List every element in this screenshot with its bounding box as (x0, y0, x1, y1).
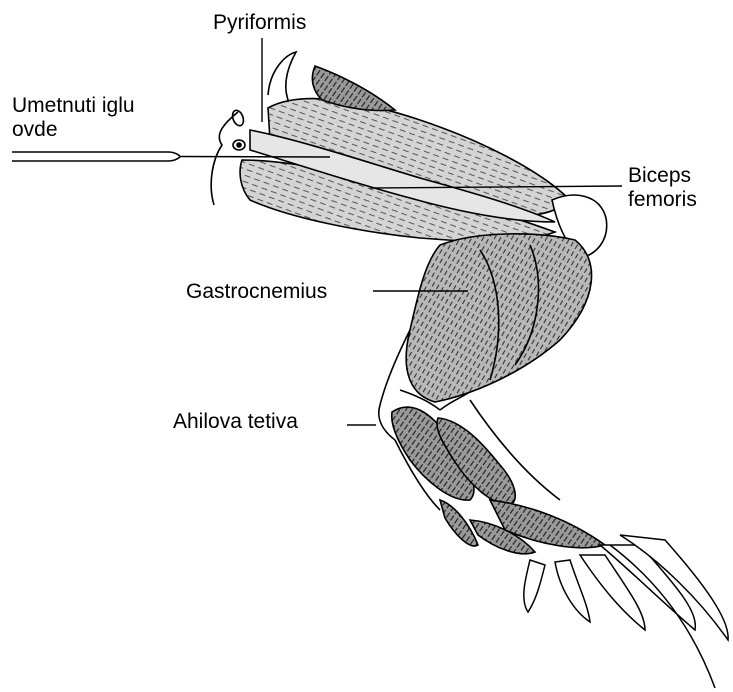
label-biceps-line-2: femoris (628, 188, 697, 212)
calf-muscles (406, 234, 591, 402)
label-biceps-femoris: Biceps femoris (628, 164, 697, 212)
label-needle-insertion: Umetnuti iglu ovde (12, 94, 135, 142)
label-needle-line-1: Umetnuti iglu (12, 94, 135, 118)
label-pyriformis: Pyriformis (213, 11, 306, 35)
label-biceps-line-1: Biceps (628, 164, 697, 188)
label-needle-line-2: ovde (12, 118, 135, 142)
toes-outline (524, 535, 728, 688)
label-achilles-tendon: Ahilova tetiva (173, 410, 298, 434)
label-gastrocnemius: Gastrocnemius (186, 280, 327, 304)
shank-muscles (392, 407, 605, 554)
thigh-muscles (240, 66, 570, 241)
